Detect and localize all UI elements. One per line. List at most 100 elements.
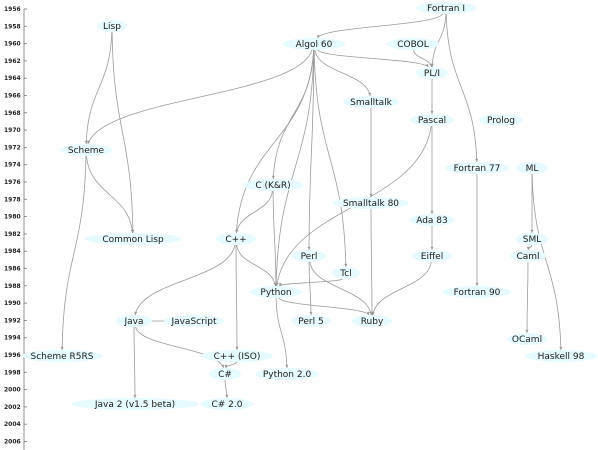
node-label: Caml xyxy=(516,252,539,262)
edge-arrowhead xyxy=(221,364,225,369)
year-label: 1998 xyxy=(4,369,21,376)
node-javascript: JavaScript xyxy=(164,315,224,327)
year-label: 1970 xyxy=(4,127,21,134)
edge-arrowhead xyxy=(279,282,283,287)
edge-algol60-to-cpp xyxy=(235,49,315,234)
edge-lisp-to-commonlisp xyxy=(111,31,134,234)
year-label: 1962 xyxy=(4,58,21,65)
edges xyxy=(60,13,563,399)
edge-arrowhead xyxy=(369,311,373,316)
node-algol60: Algol 60 xyxy=(283,38,345,50)
node-shape xyxy=(443,286,511,298)
node-fortran77: Fortran 77 xyxy=(445,162,509,174)
node-ada83: Ada 83 xyxy=(410,214,454,226)
node-prolog: Prolog xyxy=(479,114,523,126)
node-perl5: Perl 5 xyxy=(291,315,331,327)
node-shape xyxy=(410,114,454,126)
node-python: Python xyxy=(250,286,302,298)
year-label: 1994 xyxy=(4,335,21,342)
edge-algol60-to-perl xyxy=(308,49,315,251)
year-label: 1968 xyxy=(4,110,21,117)
edge-tcl-to-python xyxy=(278,278,344,287)
year-label: 1972 xyxy=(4,144,21,151)
node-label: Haskell 98 xyxy=(538,352,585,362)
node-shape xyxy=(243,179,303,191)
node-shape xyxy=(416,67,448,79)
edge-arrowhead xyxy=(224,364,228,369)
node-label: Fortran I xyxy=(427,4,465,14)
edge-fortran1-to-fortran77 xyxy=(445,13,478,163)
node-shape xyxy=(332,267,360,279)
node-sml: SML xyxy=(516,233,548,245)
node-label: Algol 60 xyxy=(296,40,333,50)
edge-arrowhead xyxy=(225,394,229,399)
node-label: C# xyxy=(218,370,232,380)
node-shape xyxy=(71,398,199,410)
node-tcl: Tcl xyxy=(332,267,360,279)
node-schemer5rs: Scheme R5RS xyxy=(22,350,102,362)
edge-caml-to-ocaml xyxy=(526,261,529,334)
node-csharp: C# xyxy=(209,368,241,380)
node-java: Java xyxy=(116,315,152,327)
node-shape xyxy=(333,197,409,209)
node-shape xyxy=(292,250,326,262)
node-label: Ruby xyxy=(361,317,384,327)
edge-arrowhead xyxy=(371,311,375,316)
edge-perl-to-perl5 xyxy=(308,261,312,316)
edge-java-to-java2 xyxy=(133,326,136,399)
node-ckr: C (K&R) xyxy=(243,179,303,191)
node-label: Pascal xyxy=(418,116,446,126)
year-label: 1976 xyxy=(4,179,21,186)
node-shape xyxy=(410,214,454,226)
node-scheme: Scheme xyxy=(60,144,112,156)
node-label: PL/I xyxy=(424,69,440,79)
edge-arrowhead xyxy=(307,246,311,250)
node-label: C++ (ISO) xyxy=(214,352,261,362)
node-shape xyxy=(209,368,241,380)
node-label: C++ xyxy=(225,235,246,245)
node-label: Tcl xyxy=(339,269,351,279)
node-label: Smalltalk xyxy=(350,98,393,108)
edge-arrowhead xyxy=(134,311,138,316)
node-pl1: PL/I xyxy=(416,67,448,79)
edge-scheme-to-commonlisp xyxy=(86,155,133,234)
edge-arrowhead xyxy=(530,229,534,233)
edge-arrowhead xyxy=(526,246,530,251)
edge-scheme-to-schemer5rs xyxy=(61,155,87,351)
node-shape xyxy=(507,333,547,345)
edge-eiffel-to-ruby xyxy=(372,261,432,316)
edge-arrowhead xyxy=(475,282,479,286)
edge-arrowhead xyxy=(130,229,134,234)
edge-arrowhead xyxy=(344,263,348,268)
node-label: Scheme xyxy=(68,146,105,156)
year-label: 1986 xyxy=(4,266,21,273)
edge-arrowhead xyxy=(285,364,289,369)
node-label: Perl 5 xyxy=(298,317,323,327)
year-label: 1982 xyxy=(4,231,21,238)
node-label: Python 2.0 xyxy=(263,370,312,380)
year-label: 1978 xyxy=(4,196,21,203)
node-label: Prolog xyxy=(487,116,515,126)
node-cppiso: C++ (ISO) xyxy=(201,350,273,362)
node-shape xyxy=(116,315,152,327)
node-shape xyxy=(250,286,302,298)
year-label: 1990 xyxy=(4,300,21,307)
edge-arrowhead xyxy=(60,346,64,351)
edge-ckr-to-python xyxy=(272,190,277,287)
node-label: Lisp xyxy=(103,22,121,32)
node-cobol: COBOL xyxy=(387,38,439,50)
node-smalltalk: Smalltalk xyxy=(343,96,399,108)
year-label: 2006 xyxy=(4,439,21,446)
node-haskell98: Haskell 98 xyxy=(525,350,597,362)
node-shape xyxy=(510,250,546,262)
edge-arrowhead xyxy=(430,246,434,250)
edge-java-to-csharp xyxy=(135,326,224,369)
node-shape xyxy=(343,96,399,108)
year-label: 1958 xyxy=(4,23,21,30)
edge-arrowhead xyxy=(309,311,313,315)
edge-arrowhead xyxy=(273,282,277,287)
edge-algol60-to-scheme xyxy=(87,49,313,145)
edge-ckr-to-cpp xyxy=(236,190,273,234)
